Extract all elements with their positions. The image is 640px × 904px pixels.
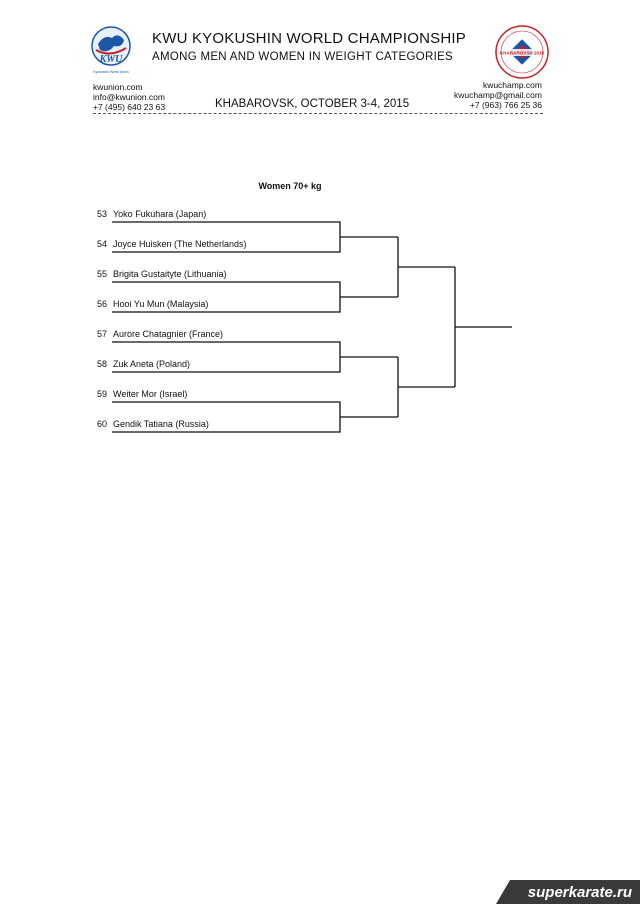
kwu-logo: KWU Kyokushin World Union bbox=[91, 26, 131, 74]
emblem-lettering: KHABAROVSK 2015 bbox=[500, 51, 545, 56]
match-line-57-58 bbox=[112, 341, 398, 373]
final-line bbox=[454, 267, 512, 387]
match-line-55-56 bbox=[112, 281, 398, 313]
website-right: kwuchamp.com bbox=[482, 80, 542, 90]
event-location-date: KHABAROVSK, OCTOBER 3-4, 2015 bbox=[215, 98, 410, 110]
championship-title: KWU KYOKUSHIN WORLD CHAMPIONSHIP bbox=[152, 30, 466, 47]
phone-right: +7 (963) 766 25 36 bbox=[469, 100, 542, 110]
phone-left: +7 (495) 640 23 63 bbox=[93, 102, 166, 112]
watermark-text: superkarate.ru bbox=[527, 884, 632, 901]
match-line-59-60 bbox=[112, 401, 398, 433]
championship-subtitle: AMONG MEN AND WOMEN IN WEIGHT CATEGORIES bbox=[152, 51, 454, 63]
semifinal-line-bottom bbox=[397, 357, 455, 417]
weight-category-title: Women 70+ kg bbox=[258, 181, 322, 191]
website-left: kwunion.com bbox=[93, 82, 143, 92]
header-divider bbox=[93, 113, 543, 114]
email-right: kwuchamp@gmail.com bbox=[454, 90, 542, 100]
semifinal-line-top bbox=[397, 237, 455, 297]
match-line-53-54 bbox=[112, 221, 398, 253]
logo-lettering: KWU bbox=[99, 54, 124, 65]
svg-text:Kyokushin World Union: Kyokushin World Union bbox=[93, 70, 128, 74]
email-left: info@kwunion.com bbox=[93, 92, 165, 102]
championship-emblem: KHABAROVSK 2015 bbox=[495, 25, 549, 79]
watermark-band bbox=[496, 880, 640, 904]
